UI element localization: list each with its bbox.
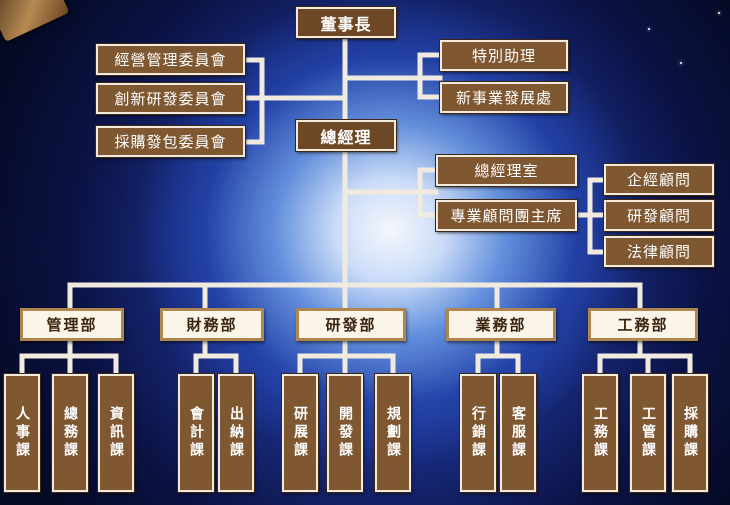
sparkle (680, 62, 682, 64)
section-marketing: 行銷課 (459, 373, 497, 493)
gm-office-box: 總經理室 (435, 154, 578, 187)
committee-management-box: 經營管理委員會 (95, 43, 246, 76)
sparkle (718, 12, 720, 14)
section-customer-service: 客服課 (499, 373, 537, 493)
section-general-affairs: 總務課 (51, 373, 89, 493)
section-it: 資訊課 (97, 373, 135, 493)
section-planning: 規劃課 (374, 373, 412, 493)
special-assistant-box: 特別助理 (439, 39, 569, 72)
general-manager-box: 總經理 (295, 119, 397, 152)
chairman-box: 董事長 (295, 6, 397, 39)
sparkle (648, 28, 650, 30)
committee-innovation-box: 創新研發委員會 (95, 82, 246, 115)
section-development: 開發課 (326, 373, 364, 493)
committee-procurement-box: 採購發包委員會 (95, 125, 246, 158)
section-engineering-management: 工管課 (629, 373, 667, 493)
section-engineering: 工務課 (581, 373, 619, 493)
consultant-business-box: 企經顧問 (603, 163, 715, 196)
section-procurement: 採購課 (671, 373, 709, 493)
section-accounting: 會計課 (177, 373, 215, 493)
dept-management-box: 管理部 (20, 308, 124, 341)
consultant-legal-box: 法律顧問 (603, 235, 715, 268)
consultant-rd-box: 研發顧問 (603, 199, 715, 232)
dept-sales-box: 業務部 (446, 308, 556, 341)
section-research-development: 研展課 (281, 373, 319, 493)
new-business-box: 新事業發展處 (439, 81, 569, 114)
section-personnel: 人事課 (3, 373, 41, 493)
dept-rd-box: 研發部 (296, 308, 406, 341)
dept-finance-box: 財務部 (160, 308, 264, 341)
section-cashier: 出納課 (217, 373, 255, 493)
dept-works-box: 工務部 (588, 308, 698, 341)
consultant-chair-box: 專業顧問團主席 (435, 199, 578, 232)
